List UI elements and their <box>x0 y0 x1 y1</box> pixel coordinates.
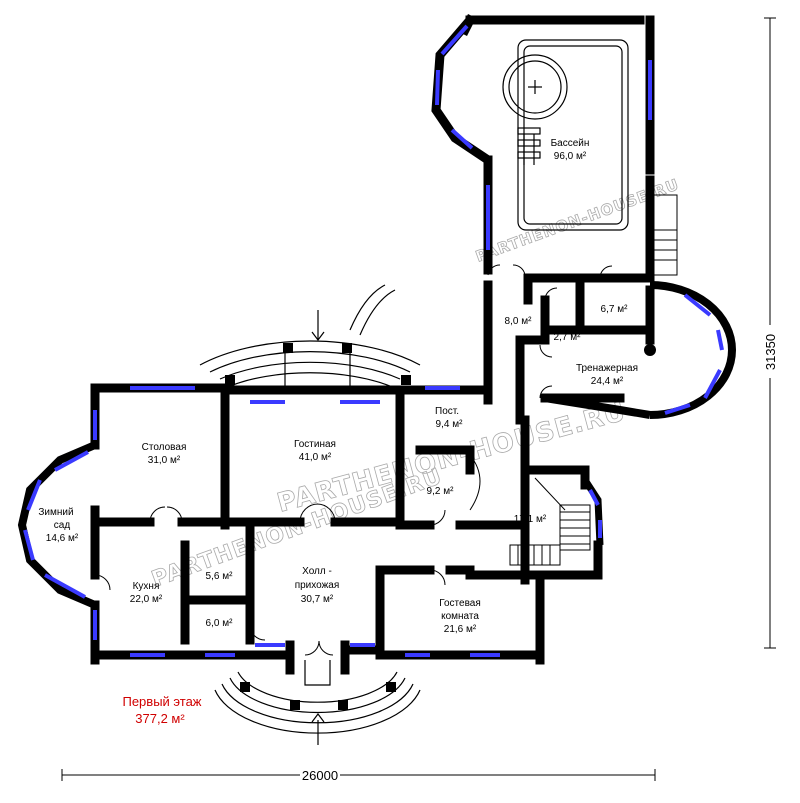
post-name: Пост. <box>435 406 459 417</box>
pool-tower-windows <box>435 24 474 150</box>
room-8-area: 8,0 м² <box>505 316 533 327</box>
hall-name-2: прихожая <box>295 580 340 591</box>
walls <box>90 13 655 675</box>
dimension-height <box>764 17 776 649</box>
hall-area: 30,7 м² <box>301 594 334 605</box>
floor-title: Первый этаж <box>122 694 201 709</box>
garden-rotunda-wall <box>17 441 97 609</box>
gym-area: 24,4 м² <box>591 376 624 387</box>
dining-area: 31,0 м² <box>148 455 181 466</box>
dimension-width-label: 26000 <box>302 768 338 783</box>
room-labels: Бассейн 96,0 м² 8,0 м² 2,7 м² 6,7 м² Тре… <box>38 138 638 635</box>
room-5-6-area: 5,6 м² <box>206 571 234 582</box>
pool-basin <box>502 39 629 231</box>
room-6-0-area: 6,0 м² <box>206 618 234 629</box>
entrance-porch <box>214 660 421 745</box>
room-6-7-area: 6,7 м² <box>601 304 629 315</box>
dimension-height-label: 31350 <box>763 334 778 370</box>
kitchen-name: Кухня <box>133 581 160 592</box>
garden-name-2: сад <box>54 520 71 531</box>
guest-name-2: комната <box>441 611 479 622</box>
room-17-1-area: 17,1 м² <box>514 514 547 525</box>
living-area: 41,0 м² <box>299 452 332 463</box>
entrance-columns <box>240 682 396 710</box>
garden-area: 14,6 м² <box>46 533 79 544</box>
guest-area: 21,6 м² <box>444 624 477 635</box>
post-area: 9,4 м² <box>436 419 464 430</box>
doors <box>94 264 613 656</box>
floor-area: 377,2 м² <box>135 711 185 726</box>
guest-name-1: Гостевая <box>439 598 481 609</box>
living-name: Гостиная <box>294 439 336 450</box>
gym-name: Тренажерная <box>576 363 638 374</box>
garden-rotunda-windows <box>23 450 89 599</box>
stair-tower-windows <box>588 489 602 538</box>
dining-name: Столовая <box>142 442 187 453</box>
garden-name-1: Зимний <box>38 507 73 518</box>
living-terrace <box>199 284 421 390</box>
windows <box>93 60 652 657</box>
gym-rotunda-windows <box>664 293 724 415</box>
hall-name-1: Холл - <box>302 566 332 577</box>
kitchen-area: 22,0 м² <box>130 594 163 605</box>
gym-column <box>644 344 656 356</box>
pool-name: Бассейн <box>551 138 590 149</box>
living-columns <box>225 343 411 385</box>
dimension-width <box>61 769 656 781</box>
room-9-2-area: 9,2 м² <box>427 486 455 497</box>
stairs <box>509 194 678 566</box>
pool-area: 96,0 м² <box>554 151 587 162</box>
room-2-7-area: 2,7 м² <box>554 332 582 343</box>
